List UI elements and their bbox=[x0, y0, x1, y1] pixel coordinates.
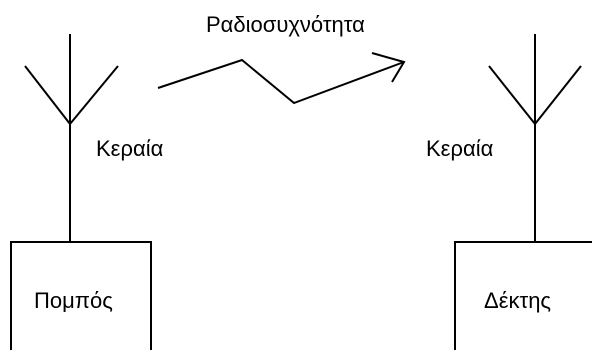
transmitter-antenna-icon bbox=[24, 34, 119, 242]
receiver-group: Κεραία Δέκτης bbox=[426, 34, 592, 350]
receiver-antenna-label: Κεραία bbox=[426, 136, 494, 161]
receiver-box bbox=[454, 241, 592, 350]
transmitter-box bbox=[10, 241, 152, 350]
signal-arrowhead-icon bbox=[371, 52, 406, 83]
receiver-antenna-arm-left bbox=[488, 65, 536, 125]
signal-zigzag-arrow-icon bbox=[157, 58, 405, 105]
transmitter-group: Κεραία Πομπός bbox=[10, 34, 164, 350]
transmitter-antenna-arm-right bbox=[69, 65, 119, 125]
signal-label: Ραδιοσυχνότητα bbox=[206, 12, 365, 37]
receiver-antenna-icon bbox=[488, 34, 582, 242]
transmitter-antenna-label: Κεραία bbox=[96, 136, 164, 161]
receiver-box-label: Δέκτης bbox=[484, 288, 551, 313]
transmitter-antenna-arm-left bbox=[24, 65, 71, 125]
signal-group: Ραδιοσυχνότητα bbox=[157, 12, 406, 105]
receiver-antenna-arm-right bbox=[534, 65, 582, 125]
transmitter-box-label: Πομπός bbox=[34, 288, 113, 313]
